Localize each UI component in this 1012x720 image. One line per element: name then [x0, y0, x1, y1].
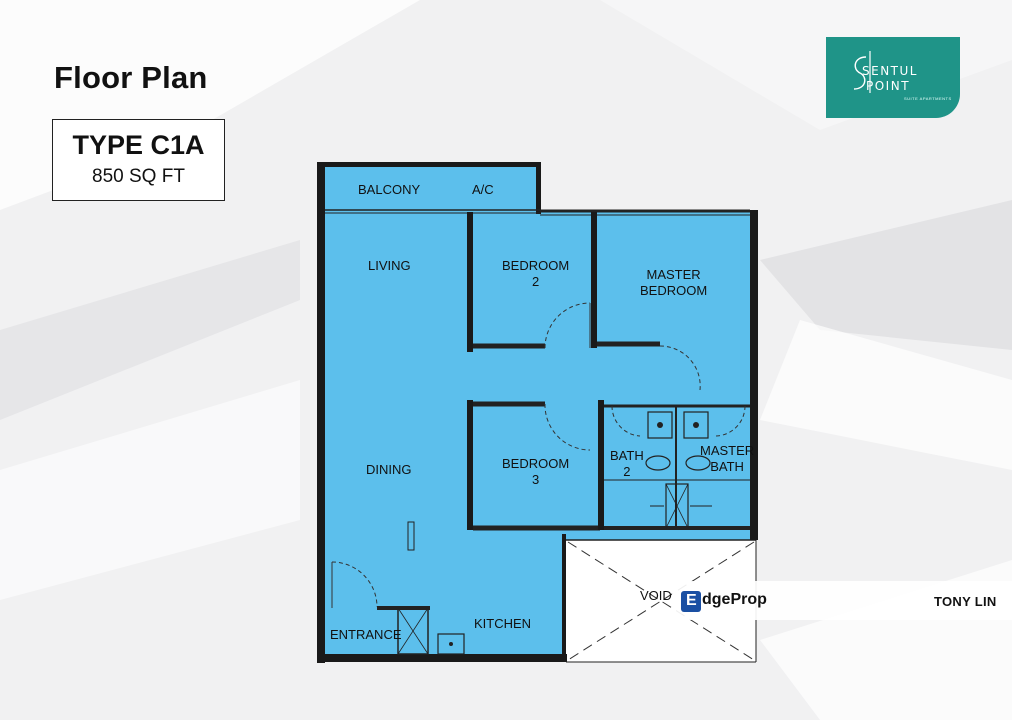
label-balcony: BALCONY — [358, 182, 421, 197]
sentul-point-logo: SENTUL POINT SUITE APARTMENTS — [826, 37, 960, 118]
label-master-bath-line1: MASTER — [700, 443, 755, 458]
label-bedroom-2-line1: BEDROOM — [502, 258, 570, 273]
label-master-bedroom-line1: MASTER — [646, 267, 701, 282]
wall-right — [750, 210, 758, 540]
edgeprop-brand: dgeProp — [702, 591, 767, 608]
label-master-bedroom: MASTER BEDROOM — [640, 267, 707, 299]
label-bath-2-line1: BATH — [610, 448, 644, 463]
label-bedroom-3: BEDROOM 3 — [502, 456, 569, 488]
label-bedroom-2-line2: 2 — [531, 274, 540, 289]
logo-tagline: SUITE APARTMENTS — [904, 96, 952, 101]
wall-bottom — [317, 654, 567, 662]
unit-size: 850 SQ FT — [92, 166, 185, 187]
wall-left — [317, 162, 325, 663]
unit-fill — [319, 163, 756, 662]
wall-top-balcony — [317, 162, 541, 167]
label-kitchen: KITCHEN — [474, 616, 532, 631]
label-bedroom-3-line1: BEDROOM — [502, 456, 570, 471]
logo-line1: SENTUL — [862, 64, 918, 78]
logo-line2: POINT — [866, 79, 911, 93]
unit-type: TYPE C1A — [72, 130, 205, 160]
label-master-bedroom-line2: BEDROOM — [640, 283, 708, 298]
label-entrance: ENTRANCE — [330, 627, 402, 642]
label-master-bath: MASTER BATH — [700, 443, 754, 475]
edgeprop-watermark-bar — [672, 581, 1012, 620]
label-master-bath-line2: BATH — [710, 459, 744, 474]
label-bath-2: BATH 2 — [610, 448, 644, 480]
label-ac: A/C — [472, 182, 494, 197]
page-title: Floor Plan — [54, 60, 208, 95]
unit-type-box: TYPE C1A 850 SQ FT — [52, 119, 225, 201]
logo-swirl-icon — [853, 51, 871, 93]
label-bedroom-3-line2: 3 — [531, 472, 540, 487]
wall-balcony-right — [536, 162, 541, 214]
label-bath-2-line2: 2 — [623, 464, 631, 479]
label-living: LIVING — [368, 258, 411, 273]
label-bedroom-2: BEDROOM 2 — [502, 258, 569, 290]
agent-name: TONY LIN — [934, 594, 997, 609]
edgeprop-logo-letter: E — [686, 592, 697, 609]
wall-void-left — [562, 534, 566, 662]
label-void: VOID — [640, 588, 672, 603]
label-dining: DINING — [366, 462, 412, 477]
edgeprop-logo-icon — [681, 591, 701, 612]
